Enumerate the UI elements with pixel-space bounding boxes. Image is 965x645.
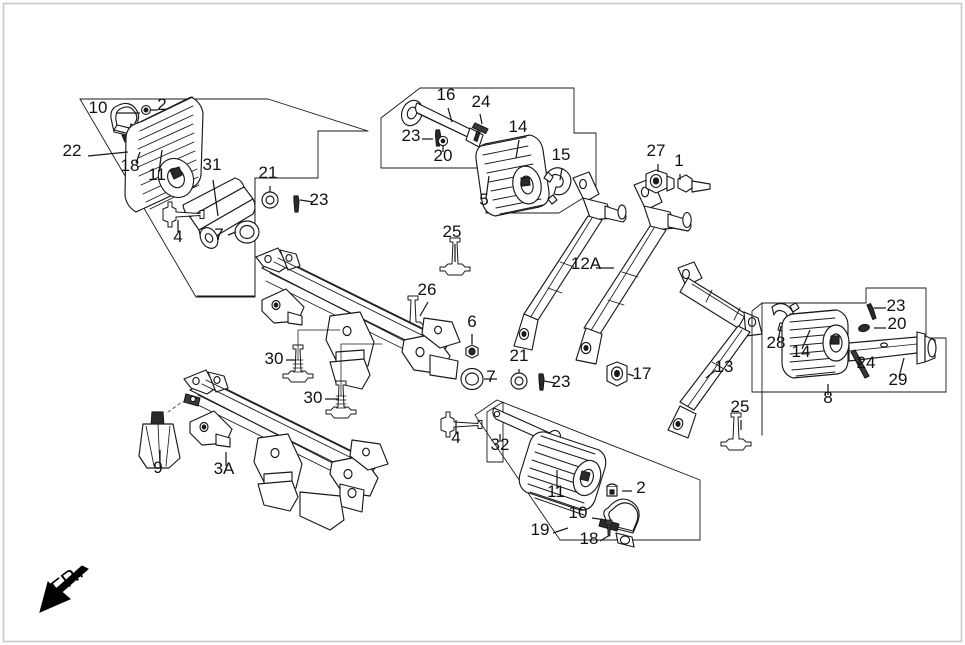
callout-14a: 14 xyxy=(509,117,528,136)
part-6-nut xyxy=(465,344,479,359)
part-24-pin-center xyxy=(471,122,489,135)
group-boundary-19 xyxy=(474,399,701,541)
part-2-cap-top-left xyxy=(141,105,151,115)
callout-18b: 18 xyxy=(580,529,599,548)
callout-1: 1 xyxy=(674,151,683,170)
callout-leaders xyxy=(87,107,905,542)
part-1-bolt xyxy=(677,174,711,193)
callout-23a: 23 xyxy=(310,190,329,209)
part-11-rubber-peg-bottom xyxy=(518,431,607,516)
callout-30a: 30 xyxy=(265,349,284,368)
callout-26: 26 xyxy=(418,280,437,299)
part-3A-frame-bracket xyxy=(183,369,389,531)
part-17-collar xyxy=(606,361,628,387)
part-14-rubber-peg-center xyxy=(475,134,550,217)
part-2-cap-bottom xyxy=(606,483,618,497)
callout-12A: 12A xyxy=(571,254,602,273)
callout-23b: 23 xyxy=(402,126,421,145)
callout-28: 28 xyxy=(767,333,786,352)
part-7-washer-lower xyxy=(460,367,484,391)
callout-31: 31 xyxy=(203,155,222,174)
callout-guide-30 xyxy=(297,329,383,397)
part-20-clip-center xyxy=(437,135,449,147)
callout-27: 27 xyxy=(647,141,666,160)
part-7-washer-left xyxy=(234,220,260,244)
callout-6: 6 xyxy=(467,312,476,331)
orientation-marker-fr: FR. xyxy=(39,561,89,613)
callout-4b: 4 xyxy=(451,428,460,447)
part-9-rubber-stopper xyxy=(138,411,181,469)
part-10-holder-bottom xyxy=(598,498,640,548)
part-29-footrest-bar-right xyxy=(848,331,937,365)
callout-9: 9 xyxy=(153,458,162,477)
part-23-pin-lower xyxy=(538,373,545,391)
callout-30b: 30 xyxy=(304,388,323,407)
part-23-pin-left xyxy=(293,195,300,213)
part-11-rubber-peg-top-left xyxy=(124,96,204,213)
callout-10a: 10 xyxy=(89,98,108,117)
part-21-washer-lower xyxy=(510,372,528,390)
callout-25b: 25 xyxy=(731,397,750,416)
part-13-pedal-rod xyxy=(667,261,763,439)
callout-21a: 21 xyxy=(259,163,278,182)
part-15-clip-center xyxy=(543,167,572,205)
callout-29: 29 xyxy=(889,370,908,389)
callout-3A: 3A xyxy=(214,459,235,478)
callout-16: 16 xyxy=(437,85,456,104)
callout-10b: 10 xyxy=(569,503,588,522)
callout-20b: 20 xyxy=(888,314,907,333)
callout-18a: 18 xyxy=(121,156,140,175)
callout-24a: 24 xyxy=(472,92,491,111)
part-27-bushing xyxy=(645,169,675,194)
callout-2b: 2 xyxy=(636,478,645,497)
callout-labels: 22 10 2 18 11 31 4 7 21 23 16 24 23 20 1… xyxy=(63,85,908,548)
group-boundary-32 xyxy=(486,401,504,463)
callout-24b: 24 xyxy=(857,353,876,372)
part-21-washer-left xyxy=(261,191,279,209)
part-24-pin-right xyxy=(850,349,870,379)
callout-11a: 11 xyxy=(148,165,166,184)
callout-7b: 7 xyxy=(486,367,495,386)
callout-23c: 23 xyxy=(552,372,571,391)
part-9-mount-clip xyxy=(183,393,201,407)
callout-7a: 7 xyxy=(214,225,223,244)
callout-2a: 2 xyxy=(157,95,166,114)
callout-32: 32 xyxy=(491,435,510,454)
callout-15: 15 xyxy=(552,145,571,164)
part-14-rubber-peg-right xyxy=(781,309,850,379)
part-12A-pedal-arm-left xyxy=(513,171,627,351)
callout-5: 5 xyxy=(479,190,488,209)
part-frame-upper-bracket xyxy=(255,247,461,390)
callout-17: 17 xyxy=(633,364,652,383)
callout-11b: 11 xyxy=(547,482,565,501)
callout-23d: 23 xyxy=(887,296,906,315)
part-23-pin-right xyxy=(866,303,877,321)
callout-14b: 14 xyxy=(792,342,811,361)
callout-22: 22 xyxy=(63,141,82,160)
callout-20a: 20 xyxy=(434,146,453,165)
callout-21b: 21 xyxy=(510,346,529,365)
callout-13: 13 xyxy=(715,357,734,376)
callout-19: 19 xyxy=(531,520,550,539)
callout-8: 8 xyxy=(823,388,832,407)
callout-4a: 4 xyxy=(173,227,182,246)
group-boundary-8 xyxy=(751,287,947,436)
part-31-footrest-bar xyxy=(182,177,256,249)
callout-25a: 25 xyxy=(443,222,462,241)
part-20-clip-right xyxy=(858,323,870,333)
